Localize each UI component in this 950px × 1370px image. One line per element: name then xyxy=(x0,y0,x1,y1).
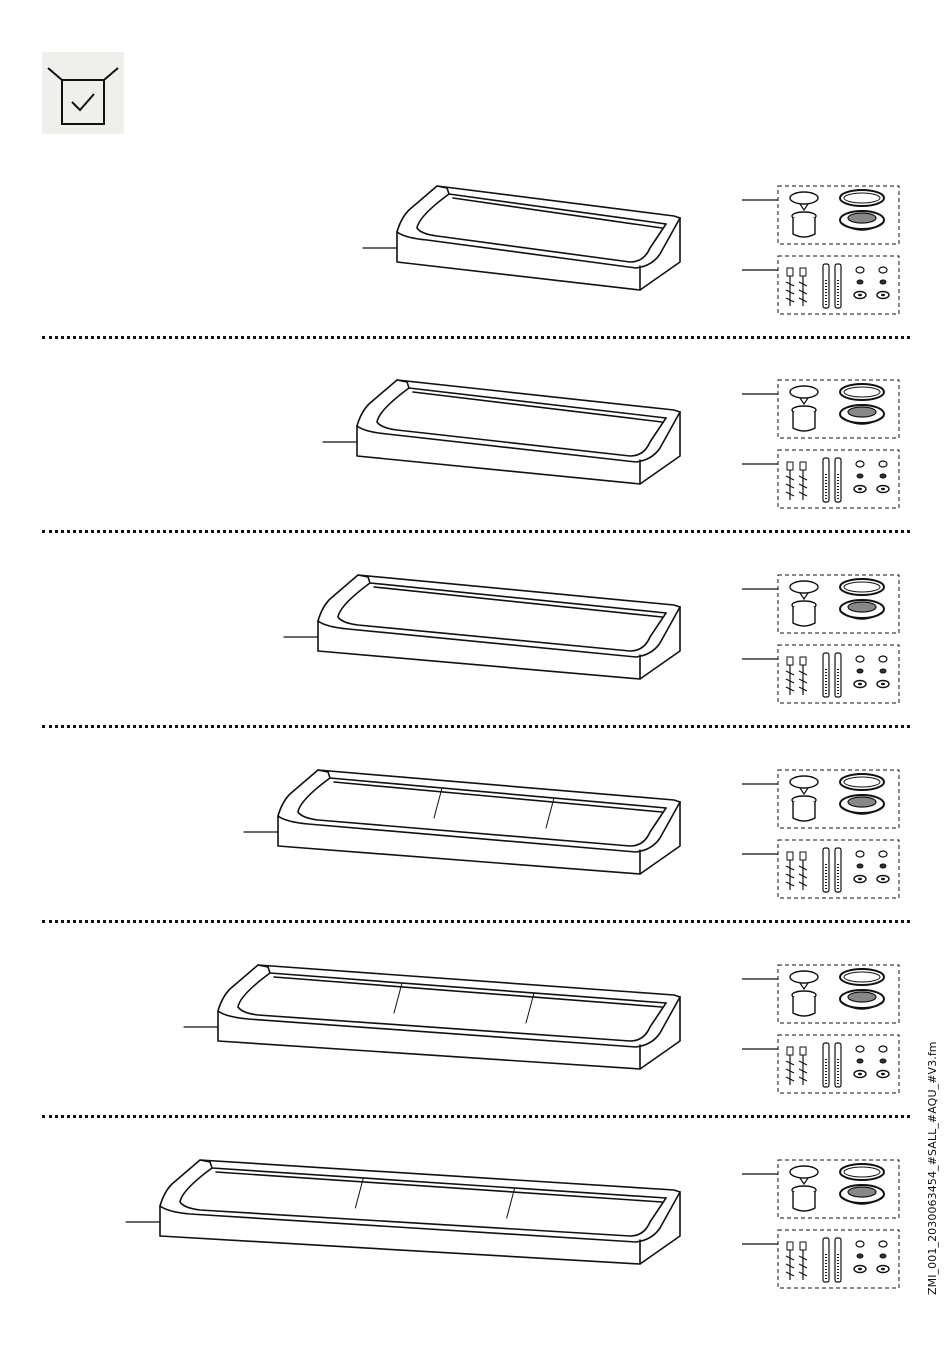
delivery-variant-3 xyxy=(0,547,950,727)
drain-set-icon xyxy=(742,770,899,828)
drain-set-icon xyxy=(742,1160,899,1218)
section-divider xyxy=(42,336,910,339)
delivery-variant-1 xyxy=(0,158,950,338)
delivery-variant-4 xyxy=(0,742,950,922)
drain-set-icon xyxy=(742,380,899,438)
delivery-variant-2 xyxy=(0,352,950,532)
drain-set-icon xyxy=(742,575,899,633)
document-reference: ZMI_001_2030063454_#SALL_#AQU_#V3.fm xyxy=(926,1041,939,1295)
section-divider xyxy=(42,530,910,533)
fixing-set-icon xyxy=(742,450,899,508)
drain-set-icon xyxy=(742,965,899,1023)
delivery-variant-6 xyxy=(0,1132,950,1312)
section-divider xyxy=(42,920,910,923)
urinal-trough-icon xyxy=(363,186,680,290)
fixing-set-icon xyxy=(742,645,899,703)
urinal-trough-icon xyxy=(244,770,680,874)
fixing-set-icon xyxy=(742,1230,899,1288)
section-divider xyxy=(42,725,910,728)
urinal-trough-icon xyxy=(126,1160,680,1264)
fixing-set-icon xyxy=(742,1035,899,1093)
fixing-set-icon xyxy=(742,840,899,898)
urinal-trough-icon xyxy=(323,380,680,484)
urinal-trough-icon xyxy=(284,575,680,679)
urinal-trough-icon xyxy=(184,965,680,1069)
drain-set-icon xyxy=(742,186,899,244)
section-divider xyxy=(42,1115,910,1118)
fixing-set-icon xyxy=(742,256,899,314)
box-with-checkmark-icon xyxy=(42,52,124,134)
delivery-variant-5 xyxy=(0,937,950,1117)
